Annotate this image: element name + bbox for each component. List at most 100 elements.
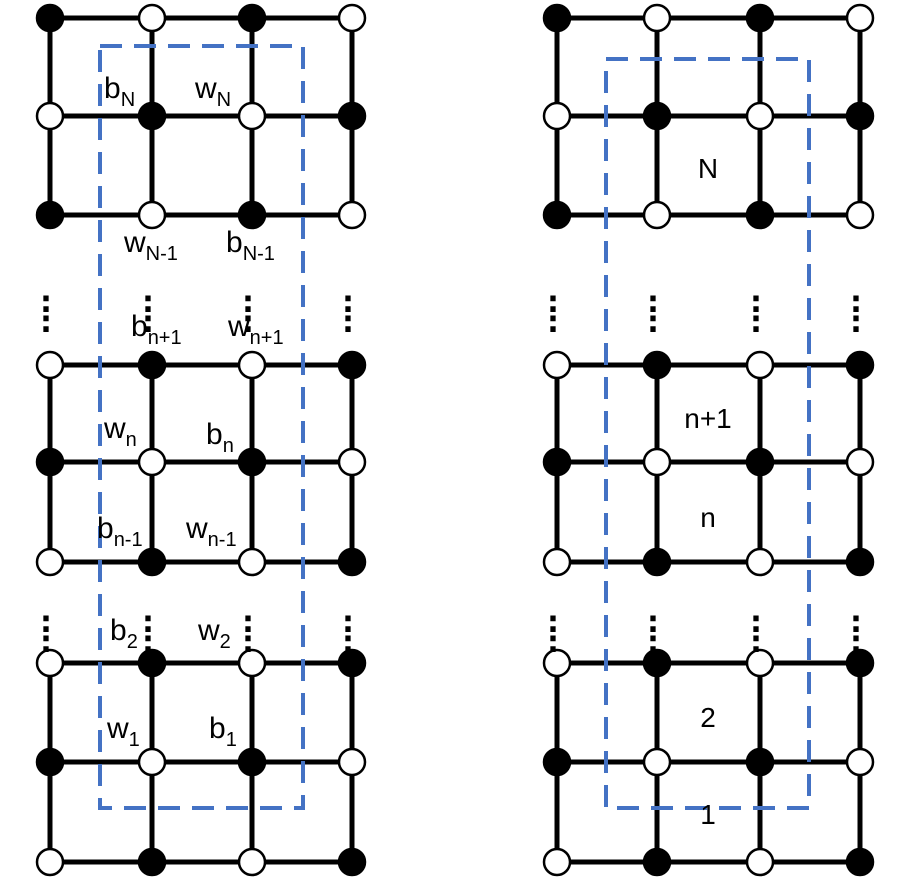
black-vertex bbox=[137, 101, 167, 131]
white-vertex bbox=[137, 747, 167, 777]
vertical-ellipsis: : bbox=[342, 625, 354, 660]
white-vertex bbox=[642, 200, 672, 230]
black-vertex bbox=[642, 547, 672, 577]
vertical-ellipsis: : bbox=[40, 605, 52, 640]
vertical-ellipsis: : bbox=[142, 305, 154, 340]
white-vertex bbox=[542, 547, 572, 577]
white-vertex bbox=[845, 747, 875, 777]
vertical-ellipsis: : bbox=[647, 605, 659, 640]
label-wn-1: wn-1 bbox=[185, 512, 237, 551]
black-vertex bbox=[845, 847, 875, 877]
lattice-edges bbox=[47, 15, 863, 865]
face-label-1: 1 bbox=[700, 799, 716, 830]
white-vertex bbox=[845, 3, 875, 33]
label-w2: w2 bbox=[197, 614, 231, 653]
lattice-nodes bbox=[35, 3, 875, 877]
black-vertex bbox=[542, 447, 572, 477]
label-bN-1: bN-1 bbox=[226, 226, 275, 265]
vertical-ellipsis: : bbox=[142, 285, 154, 320]
black-vertex bbox=[337, 350, 367, 380]
label-bn+1: bn+1 bbox=[131, 310, 182, 349]
vertical-ellipsis: : bbox=[242, 605, 254, 640]
vertical-ellipsis: : bbox=[547, 605, 559, 640]
black-vertex bbox=[542, 747, 572, 777]
white-vertex bbox=[137, 200, 167, 230]
vertical-ellipsis: : bbox=[750, 605, 762, 640]
label-bn: bn bbox=[206, 418, 234, 457]
vertical-ellipsis: : bbox=[40, 625, 52, 660]
vertical-ellipsis: : bbox=[142, 625, 154, 660]
white-vertex bbox=[237, 101, 267, 131]
vertical-ellipsis: : bbox=[142, 605, 154, 640]
white-vertex bbox=[337, 747, 367, 777]
black-vertex bbox=[542, 200, 572, 230]
black-vertex bbox=[237, 447, 267, 477]
white-vertex bbox=[642, 447, 672, 477]
black-vertex bbox=[137, 847, 167, 877]
white-vertex bbox=[745, 547, 775, 577]
vertical-ellipsis: : bbox=[40, 285, 52, 320]
vertical-ellipses: :::::::::::::::::::::::::::::::: bbox=[40, 285, 862, 660]
label-b1: b1 bbox=[209, 712, 237, 751]
black-vertex bbox=[337, 547, 367, 577]
black-vertex bbox=[337, 101, 367, 131]
vertical-ellipsis: : bbox=[547, 285, 559, 320]
dashed-boxes bbox=[98, 44, 811, 810]
black-vertex bbox=[137, 547, 167, 577]
black-vertex bbox=[642, 648, 672, 678]
vertical-ellipsis: : bbox=[547, 305, 559, 340]
left-labels: bN wN wN-1 bN-1 bn+1 wn+1 wn bn bn-1 wn-… bbox=[97, 72, 284, 751]
white-vertex bbox=[337, 3, 367, 33]
black-vertex bbox=[237, 747, 267, 777]
white-vertex bbox=[845, 200, 875, 230]
vertical-ellipsis: : bbox=[647, 285, 659, 320]
vertical-ellipsis: : bbox=[242, 305, 254, 340]
white-vertex bbox=[745, 101, 775, 131]
black-vertex bbox=[642, 847, 672, 877]
black-vertex bbox=[137, 350, 167, 380]
vertical-ellipsis: : bbox=[242, 625, 254, 660]
black-vertex bbox=[745, 200, 775, 230]
white-vertex bbox=[642, 747, 672, 777]
white-vertex bbox=[845, 447, 875, 477]
label-w1: w1 bbox=[106, 712, 140, 751]
black-vertex bbox=[337, 648, 367, 678]
black-vertex bbox=[35, 447, 65, 477]
black-vertex bbox=[35, 3, 65, 33]
white-vertex bbox=[35, 101, 65, 131]
label-wn: wn bbox=[103, 412, 137, 451]
white-vertex bbox=[237, 847, 267, 877]
black-vertex bbox=[845, 547, 875, 577]
white-vertex bbox=[337, 447, 367, 477]
white-vertex bbox=[745, 648, 775, 678]
face-label-2: 2 bbox=[700, 702, 716, 733]
vertical-ellipsis: : bbox=[850, 305, 862, 340]
label-wN: wN bbox=[194, 72, 231, 111]
black-vertex bbox=[642, 101, 672, 131]
black-vertex bbox=[237, 200, 267, 230]
white-vertex bbox=[237, 350, 267, 380]
label-bn-1: bn-1 bbox=[97, 512, 143, 551]
vertical-ellipsis: : bbox=[40, 305, 52, 340]
white-vertex bbox=[337, 200, 367, 230]
face-label-N: N bbox=[698, 153, 718, 184]
white-vertex bbox=[35, 648, 65, 678]
white-vertex bbox=[237, 648, 267, 678]
white-vertex bbox=[137, 447, 167, 477]
vertical-ellipsis: : bbox=[647, 305, 659, 340]
vertical-ellipsis: : bbox=[750, 305, 762, 340]
black-vertex bbox=[845, 648, 875, 678]
white-vertex bbox=[542, 101, 572, 131]
white-vertex bbox=[137, 3, 167, 33]
black-vertex bbox=[35, 200, 65, 230]
black-vertex bbox=[845, 350, 875, 380]
vertical-ellipsis: : bbox=[850, 285, 862, 320]
white-vertex bbox=[542, 648, 572, 678]
vertical-ellipsis: : bbox=[850, 605, 862, 640]
black-vertex bbox=[337, 847, 367, 877]
black-vertex bbox=[745, 747, 775, 777]
white-vertex bbox=[35, 350, 65, 380]
black-vertex bbox=[745, 3, 775, 33]
label-wn+1: wn+1 bbox=[227, 310, 284, 349]
vertical-ellipsis: : bbox=[750, 625, 762, 660]
